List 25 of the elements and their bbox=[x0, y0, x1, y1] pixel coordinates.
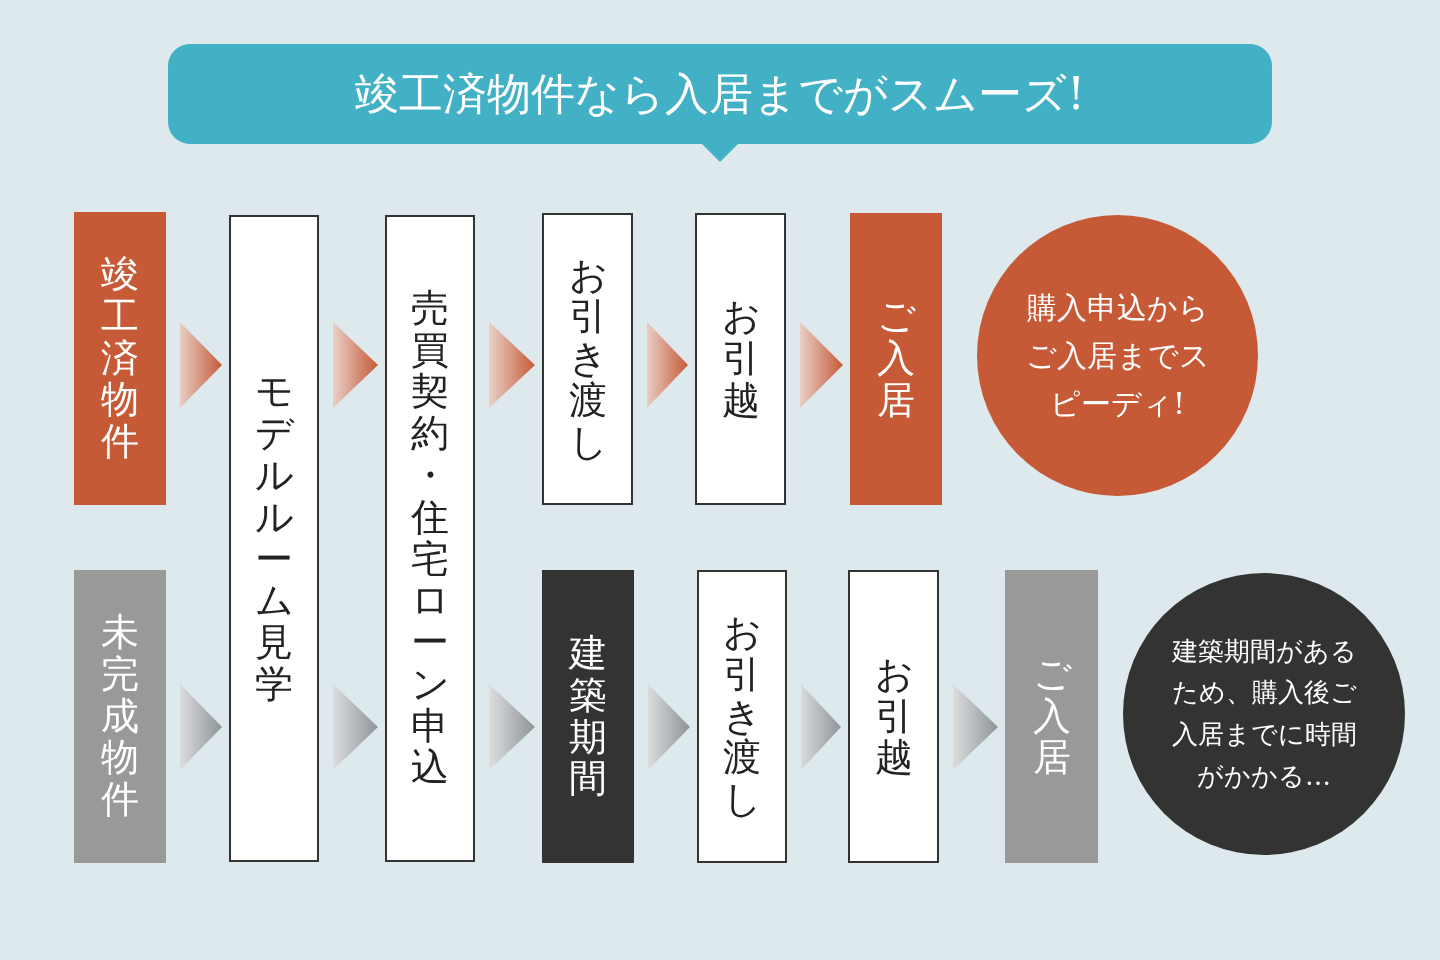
step-label: お引き渡し bbox=[568, 254, 607, 464]
step-label: 竣工済物件 bbox=[101, 254, 139, 463]
step-box bbox=[542, 213, 633, 505]
step-box bbox=[697, 570, 787, 863]
title: 竣工済物件なら入居までがスムーズ! bbox=[355, 66, 1085, 121]
step-box bbox=[385, 215, 475, 862]
step-label: お引越 bbox=[721, 296, 760, 422]
step-label: お引き渡し bbox=[723, 612, 761, 821]
step-box bbox=[1005, 570, 1098, 863]
step-box bbox=[74, 212, 166, 505]
step-box bbox=[229, 215, 319, 862]
step-label: お引越 bbox=[874, 653, 913, 780]
summary-text: 建築期間があるため、購入後ご入居までに時間がかかる… bbox=[1170, 634, 1358, 793]
step-label: 売買契約・住宅ローン申込 bbox=[411, 287, 449, 790]
step-box bbox=[848, 570, 939, 863]
step-box bbox=[850, 213, 942, 505]
step-label: 建築期間 bbox=[569, 632, 607, 801]
step-label: ご入居 bbox=[1032, 653, 1071, 780]
step-box bbox=[542, 570, 634, 863]
step-box bbox=[74, 570, 166, 863]
summary-text: 購入申込からご入居までスピーディ! bbox=[1024, 288, 1211, 423]
step-label: ご入居 bbox=[877, 296, 915, 422]
step-box bbox=[695, 213, 786, 505]
step-label: モデルルーム見学 bbox=[255, 371, 293, 706]
step-label: 未完成物件 bbox=[101, 612, 139, 821]
